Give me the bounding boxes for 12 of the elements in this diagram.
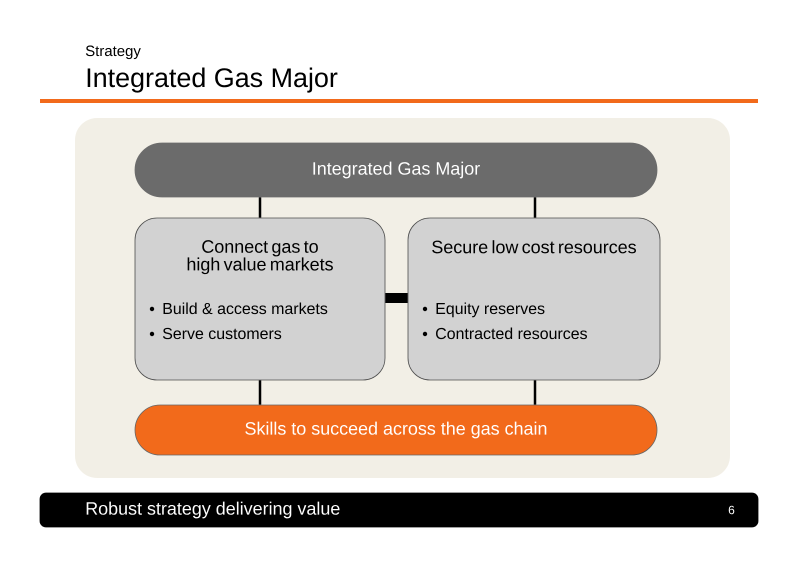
connector <box>258 380 262 405</box>
footer-bar: Robust strategy delivering value 6 <box>40 492 758 528</box>
connector <box>258 197 262 218</box>
connector <box>534 197 536 218</box>
section-label: Strategy <box>86 46 141 60</box>
rounded-bar: Skills to succeed across the gas chain <box>134 404 658 456</box>
rounded-bar: Integrated Gas Major <box>134 142 658 198</box>
connector <box>385 293 408 303</box>
rounded-box: Connect gas to high value markets Build & access markets Serve customers <box>134 218 386 380</box>
connector <box>534 380 536 405</box>
rounded-box: Secure low cost resources Equity reserves Contracted resources <box>408 218 660 380</box>
page-title: Integrated Gas Major <box>88 68 338 93</box>
